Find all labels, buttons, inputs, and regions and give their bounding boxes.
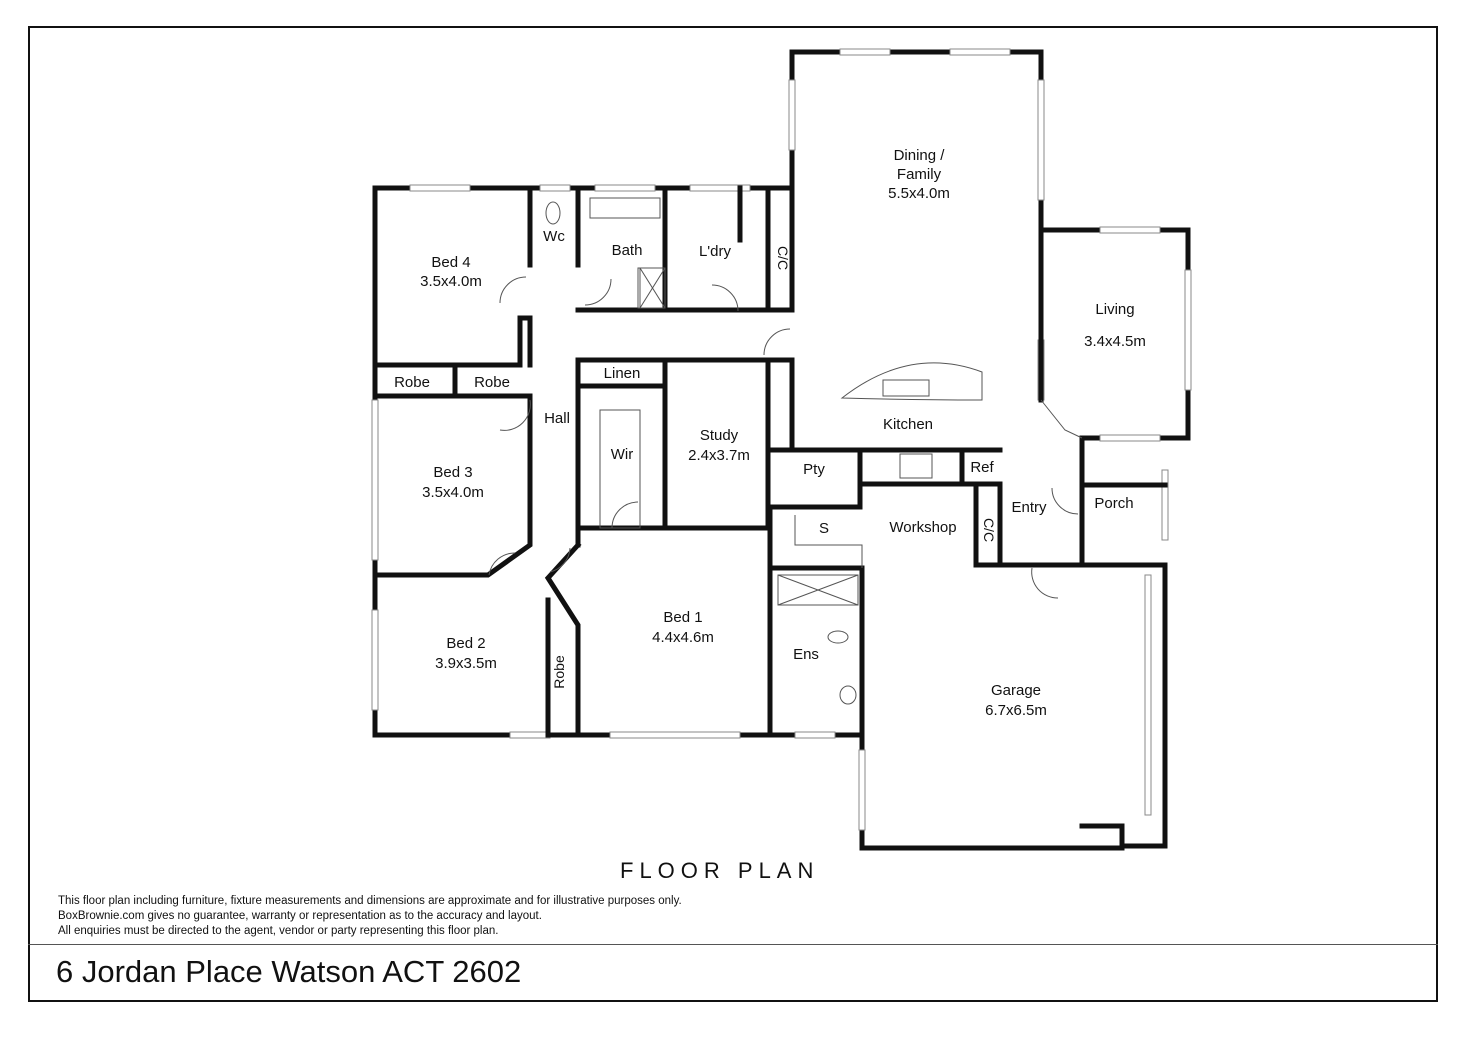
room-porch: Porch — [1094, 495, 1133, 512]
fixtures — [488, 197, 1083, 705]
room-cc1: C/C — [775, 246, 791, 270]
room-ensuite: Ens — [793, 646, 819, 663]
room-garage-size: 6.7x6.5m — [985, 702, 1047, 719]
room-cc2: C/C — [981, 518, 997, 542]
room-bed1-size: 4.4x4.6m — [652, 629, 714, 646]
disclaimer-line: This floor plan including furniture, fix… — [58, 895, 682, 907]
room-bed4-size: 3.5x4.0m — [420, 273, 482, 290]
room-labels: Dining / Family 5.5x4.0m Living 3.4x4.5m… — [394, 147, 1146, 719]
divider — [28, 944, 1438, 945]
room-hall: Hall — [544, 410, 570, 427]
room-wir: Wir — [611, 446, 634, 463]
page-frame — [28, 26, 1438, 1002]
disclaimer-line: All enquiries must be directed to the ag… — [58, 925, 499, 937]
room-pantry: Pty — [803, 461, 825, 478]
interior-walls — [372, 185, 1168, 738]
room-dining-name-2: Family — [897, 166, 942, 183]
disclaimer: This floor plan including furniture, fix… — [58, 894, 682, 939]
room-bed4-name: Bed 4 — [431, 254, 470, 271]
room-ref: Ref — [970, 459, 994, 476]
room-bed1-name: Bed 1 — [663, 609, 702, 626]
room-study-name: Study — [700, 427, 739, 444]
room-kitchen: Kitchen — [883, 416, 933, 433]
room-workshop: Workshop — [889, 519, 956, 536]
room-robe2: Robe — [474, 374, 510, 391]
room-s: S — [819, 520, 829, 537]
windows — [371, 48, 1192, 831]
room-robe3: Robe — [551, 655, 567, 689]
room-linen: Linen — [604, 365, 641, 382]
room-bath: Bath — [612, 242, 643, 259]
room-bed2-name: Bed 2 — [446, 635, 485, 652]
room-entry: Entry — [1011, 499, 1047, 516]
room-robe1: Robe — [394, 374, 430, 391]
room-living-name: Living — [1095, 301, 1134, 318]
room-study-size: 2.4x3.7m — [688, 447, 750, 464]
plan-title: FLOOR PLAN — [620, 858, 820, 883]
room-dining-name: Dining / — [894, 147, 946, 164]
room-bed3-name: Bed 3 — [433, 464, 472, 481]
disclaimer-line: BoxBrownie.com gives no guarantee, warra… — [58, 910, 542, 922]
room-garage-name: Garage — [991, 682, 1041, 699]
room-living-size: 3.4x4.5m — [1084, 333, 1146, 350]
room-laundry: L'dry — [699, 243, 732, 260]
room-dining-size: 5.5x4.0m — [888, 185, 950, 202]
room-bed3-size: 3.5x4.0m — [422, 484, 484, 501]
room-bed2-size: 3.9x3.5m — [435, 655, 497, 672]
room-wc: Wc — [543, 228, 565, 245]
property-address: 6 Jordan Place Watson ACT 2602 — [56, 954, 522, 989]
